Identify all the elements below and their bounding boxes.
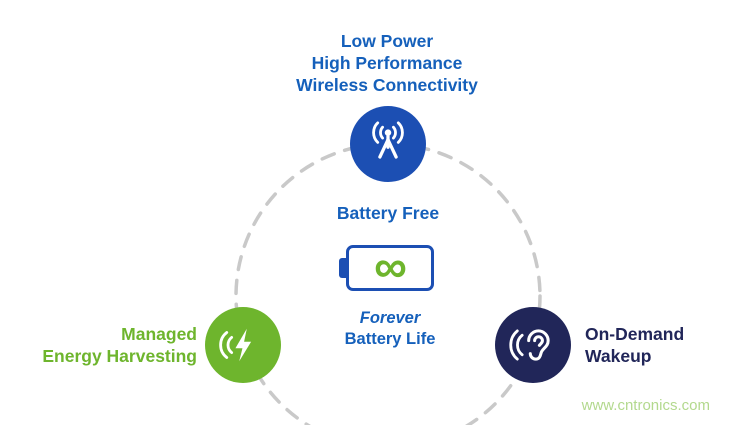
battery-icon: ∞ — [339, 240, 434, 292]
battery-free-label: Battery Free — [336, 203, 440, 223]
watermark-text: www.cntronics.com — [581, 397, 710, 414]
wakeup-label-line-1: On-Demand — [585, 324, 685, 344]
forever-line: Forever — [359, 309, 421, 327]
title-line-2: High Performance — [311, 53, 463, 73]
battery-life-line: Battery Life — [344, 330, 436, 348]
wakeup-label: On-Demand Wakeup — [585, 323, 725, 367]
wireless-connectivity-title: Low Power High Performance Wireless Conn… — [232, 30, 542, 96]
energy-label-line-2: Energy Harvesting — [42, 346, 197, 366]
ear-icon — [509, 329, 550, 361]
energy-harvesting-label: Managed Energy Harvesting — [15, 323, 197, 367]
wakeup-label-line-2: Wakeup — [585, 346, 652, 366]
energy-harvesting-node — [205, 307, 281, 383]
wakeup-node — [495, 307, 571, 383]
title-line-1: Low Power — [340, 31, 434, 51]
battery-terminal — [339, 258, 348, 278]
forever-battery-life-label: Forever Battery Life — [288, 308, 492, 350]
wireless-node — [350, 106, 426, 182]
infinity-icon: ∞ — [374, 240, 407, 292]
title-line-3: Wireless Connectivity — [296, 75, 478, 95]
energy-bolt-icon — [219, 328, 252, 362]
antenna-icon — [372, 121, 404, 159]
energy-label-line-1: Managed — [121, 324, 197, 344]
